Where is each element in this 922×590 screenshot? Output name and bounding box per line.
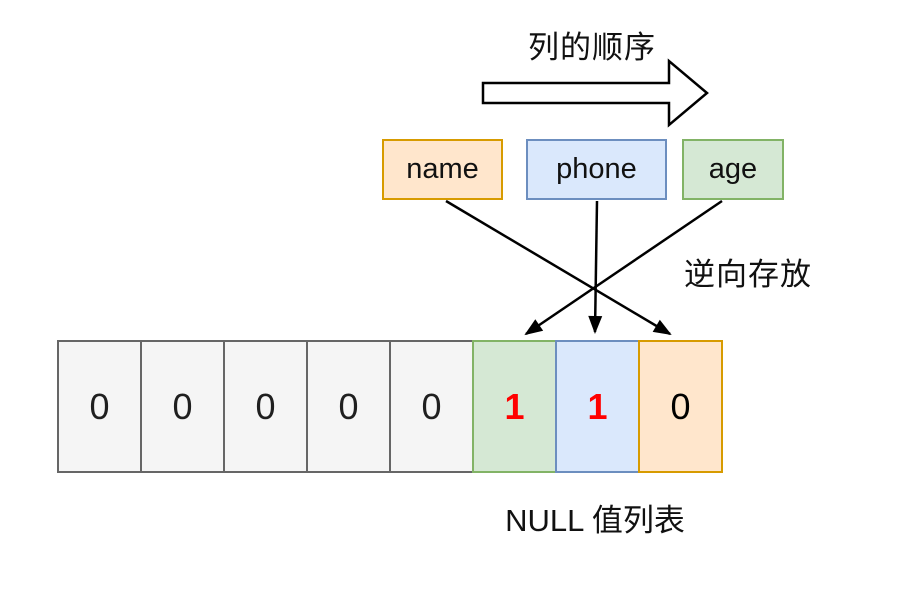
column-order-label: 列的顺序 — [528, 30, 656, 65]
bitmap-cell: 0 — [140, 340, 225, 473]
arrow-name-to-bit7 — [445, 199, 672, 336]
bitmap-cell: 0 — [223, 340, 308, 473]
reverse-storage-label: 逆向存放 — [684, 257, 812, 292]
bitmap-cell: 0 — [306, 340, 391, 473]
column-box-age: age — [682, 139, 784, 200]
right-arrow-icon — [481, 58, 709, 128]
column-box-name: name — [382, 139, 503, 200]
bitmap-cell: 0 — [57, 340, 142, 473]
column-box-phone: phone — [526, 139, 667, 200]
column-label-name: name — [406, 153, 479, 185]
column-label-phone: phone — [556, 153, 637, 185]
bitmap-cell-age: 1 — [472, 340, 557, 473]
bitmap-cell: 0 — [389, 340, 474, 473]
arrow-phone-to-bit6 — [588, 200, 603, 334]
null-bitmap-row: 0 0 0 0 0 1 1 0 — [57, 340, 723, 473]
null-bitmap-caption: NULL 值列表 — [505, 503, 685, 538]
bitmap-cell-name: 0 — [638, 340, 723, 473]
bitmap-cell-phone: 1 — [555, 340, 640, 473]
column-label-age: age — [708, 153, 758, 185]
